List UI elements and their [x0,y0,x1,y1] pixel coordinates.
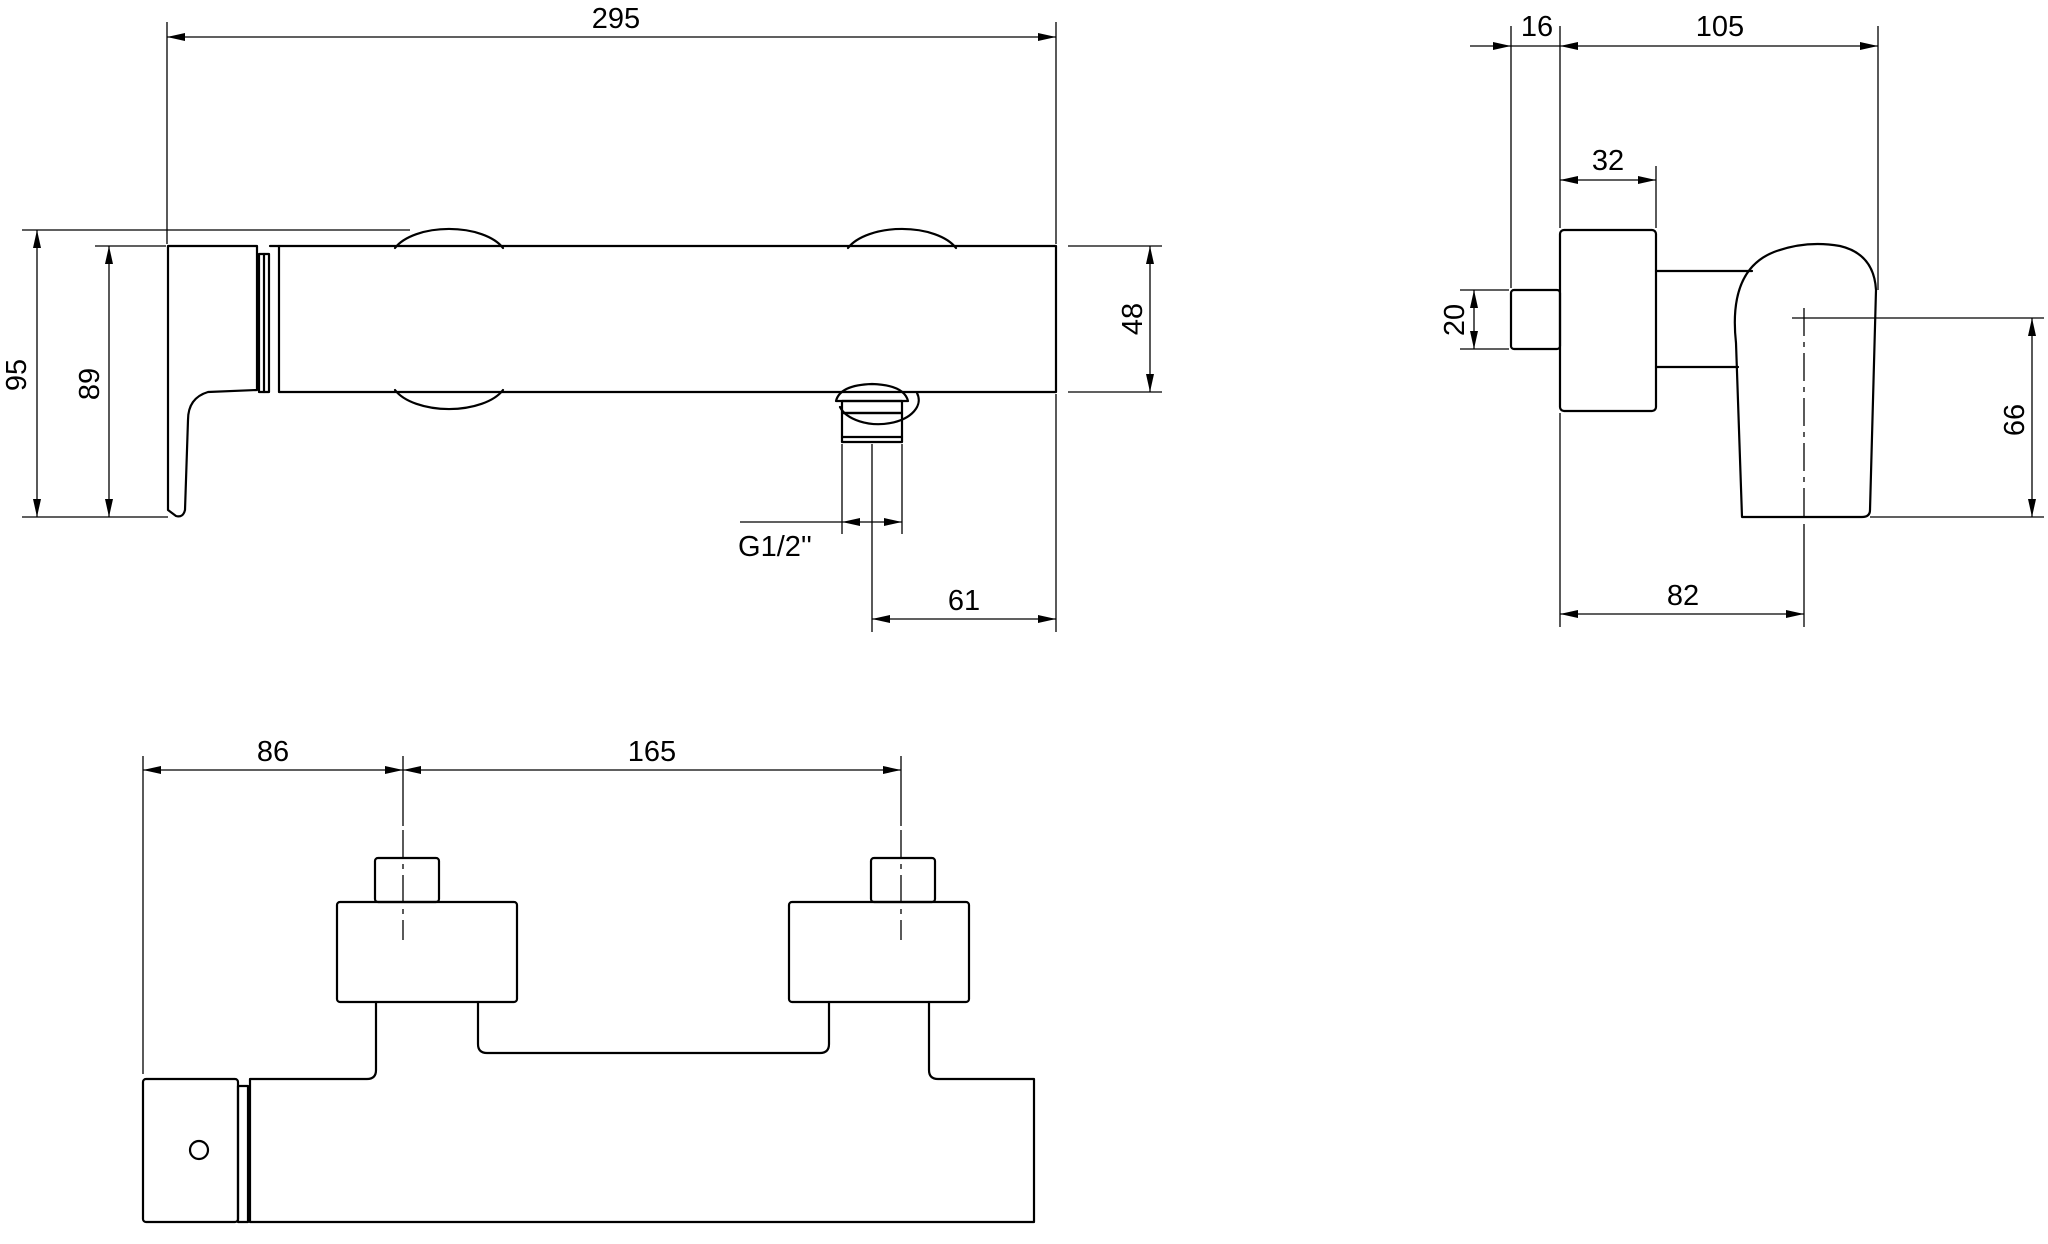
dim-thread-arrow-left [842,518,860,526]
left-wall-disc-bottom [393,388,505,411]
dim-20-arrow-top [1470,290,1478,308]
right-wall-disc-bottom [838,391,920,426]
right-inlet-stub [869,856,937,904]
dim-66-arrow-top [2028,318,2036,336]
dim-66-label: 66 [1999,404,2031,436]
dim-165-arrow-left [403,766,421,774]
dim-86-label: 86 [257,736,289,768]
dim-48-arrow-top [1146,246,1154,264]
dim-82-label: 82 [1667,580,1699,612]
dim-16-label: 16 [1521,11,1553,43]
dim-61-label: 61 [948,585,980,617]
right-wall-disc-top [846,227,958,250]
dim-82-arrow-right [1786,610,1804,618]
dim-295-arrow-left [167,33,185,41]
dim-32-label: 32 [1592,145,1624,177]
dim-295-label: 295 [592,3,640,35]
valve-body [277,244,1058,394]
left-wall-disc-top [393,227,505,250]
dim-95-label: 95 [1,359,33,391]
dim-165-label: 165 [628,736,676,768]
dim-165-arrow-right [883,766,901,774]
outlet-nut [840,399,904,415]
top-view: 86 165 [141,736,1036,1224]
dim-61-arrow-left [872,615,890,623]
dim-89-arrow-top [105,246,113,264]
dim-95-arrow-top [33,230,41,248]
dim-61-arrow-right [1038,615,1056,623]
dim-16-arrow-left [1493,42,1511,50]
dim-105-arrow-right [1860,42,1878,50]
dim-66-arrow-bottom [2028,499,2036,517]
dim-105-label: 105 [1696,11,1744,43]
dim-86-arrow-left [143,766,161,774]
body-outline [248,1000,1036,1224]
right-eccentric-cap [787,900,971,1004]
dim-32-arrow-right [1638,176,1656,184]
inlet-stub [1509,288,1562,351]
dim-20-label: 20 [1439,304,1471,336]
top-handle-ring [236,1084,250,1224]
dim-86-arrow-right [385,766,403,774]
dim-32-arrow-left [1560,176,1578,184]
front-view: 295 48 95 89 G1/2'' 61 [1,3,1162,632]
dim-48-label: 48 [1117,303,1149,335]
dim-89-label: 89 [74,368,106,400]
outlet-cap [834,382,910,403]
dim-82-arrow-left [1560,610,1578,618]
dim-95-arrow-bottom [33,499,41,517]
side-view: 16 105 32 20 66 82 [1439,11,2044,627]
eccentric-cap [1558,228,1658,413]
dim-thread-label: G1/2'' [738,531,812,563]
handle-indicator-dot [188,1139,210,1161]
dim-thread-arrow-right [884,518,902,526]
body-inner-bridge [476,1000,831,1055]
dim-48-arrow-bottom [1146,374,1154,392]
outlet-thread [840,411,904,444]
temperature-handle [166,244,259,518]
dim-295-arrow-right [1038,33,1056,41]
left-eccentric-cap [335,900,519,1004]
side-body [1733,242,1878,519]
dim-89-arrow-bottom [105,499,113,517]
dim-20-arrow-bottom [1470,331,1478,349]
left-inlet-stub [373,856,441,904]
